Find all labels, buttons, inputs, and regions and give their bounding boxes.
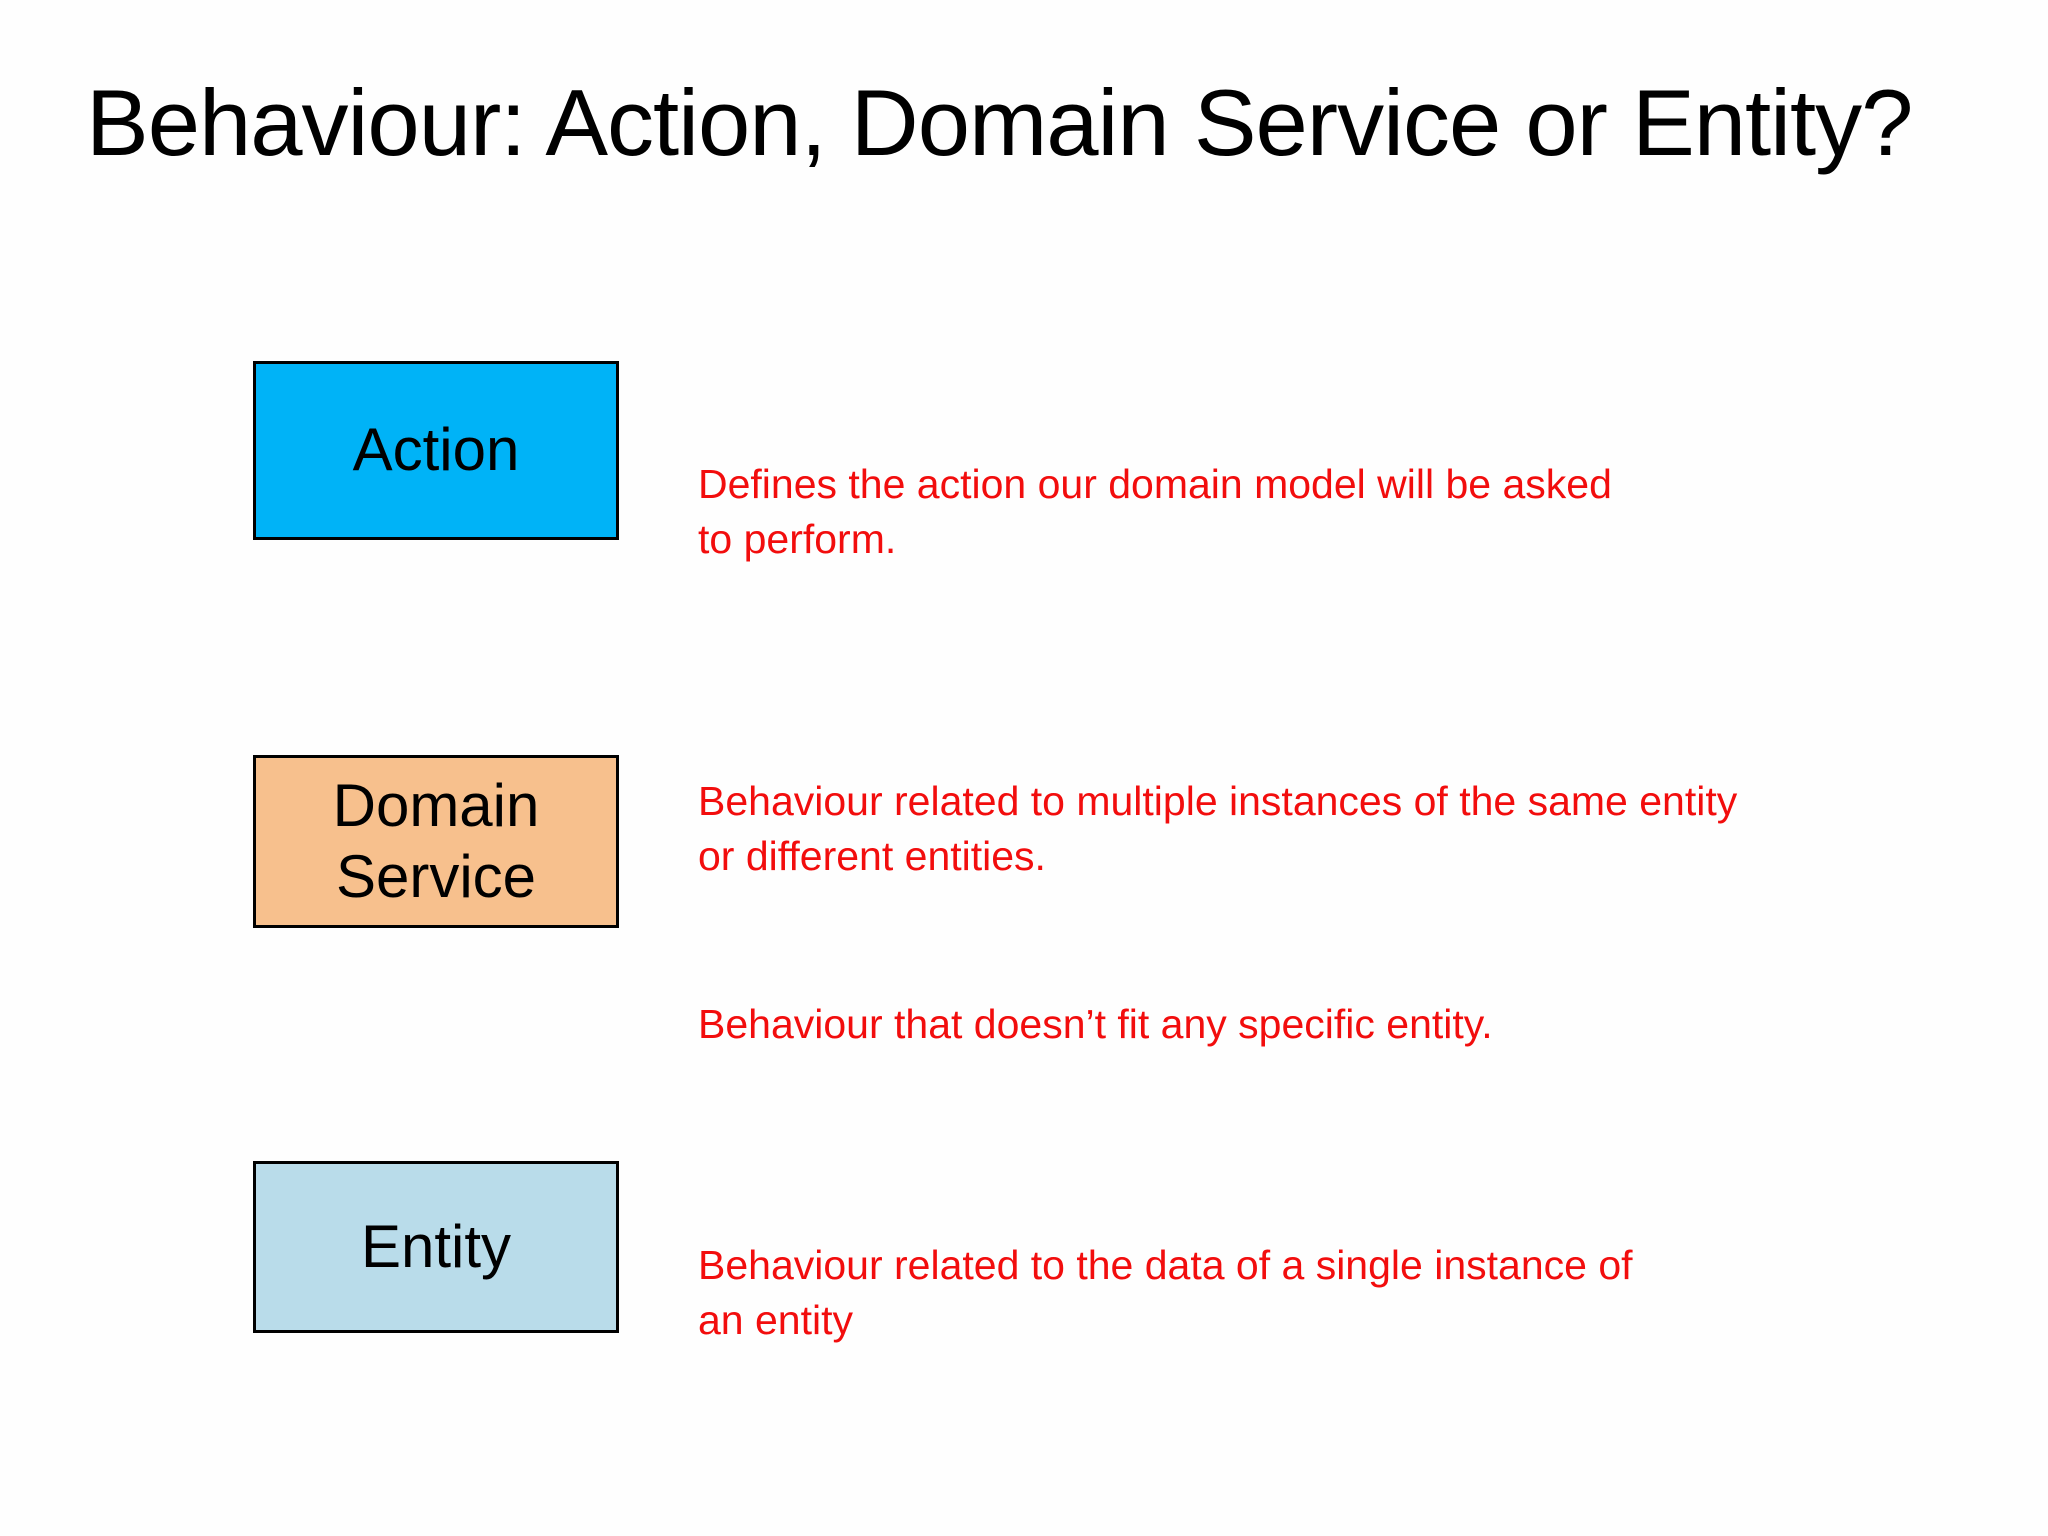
- action-description-paragraph: Defines the action our domain model will…: [698, 461, 1612, 562]
- entity-description: Behaviour related to the data of a singl…: [698, 1183, 1978, 1403]
- action-box: Action: [253, 361, 619, 540]
- entity-box: Entity: [253, 1161, 619, 1333]
- entity-box-label: Entity: [360, 1212, 512, 1280]
- domain-service-description: Behaviour related to multiple instances …: [698, 719, 1978, 1107]
- domain-service-box-label: Domain Service: [332, 771, 540, 910]
- domain-service-description-paragraph-2: Behaviour that doesn’t fit any specific …: [698, 1001, 1493, 1047]
- domain-service-box: Domain Service: [253, 755, 619, 928]
- action-description: Defines the action our domain model will…: [698, 402, 1978, 622]
- domain-service-description-paragraph-1: Behaviour related to multiple instances …: [698, 778, 1738, 879]
- action-box-label: Action: [352, 416, 520, 484]
- slide-title: Behaviour: Action, Domain Service or Ent…: [86, 70, 1913, 175]
- entity-description-paragraph: Behaviour related to the data of a singl…: [698, 1242, 1633, 1343]
